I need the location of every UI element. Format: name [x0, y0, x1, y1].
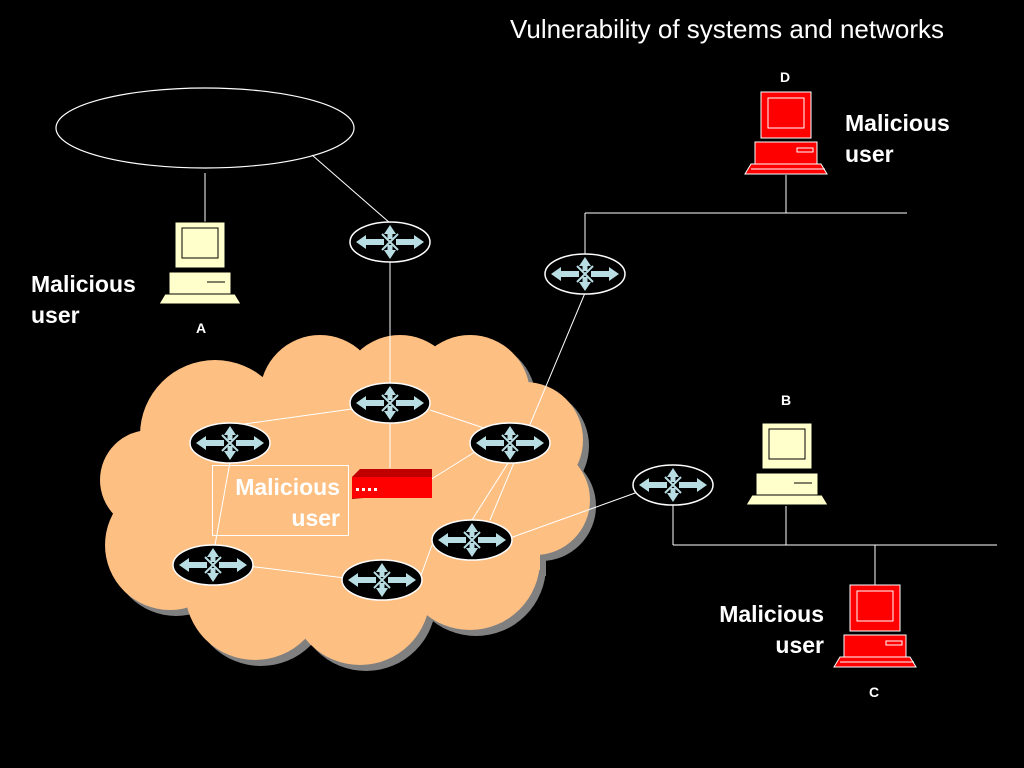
computer-d-icon — [744, 91, 828, 175]
firewall-icon — [352, 469, 432, 499]
host-label-d: D — [780, 69, 791, 85]
slide-title: Vulnerability of systems and networks — [510, 14, 945, 44]
host-label-b: B — [781, 392, 792, 408]
malicious-user-line2: user — [775, 632, 824, 658]
malicious-user-label-d: Malicious user — [845, 108, 950, 170]
computer-b-icon — [745, 422, 829, 506]
lan-ellipse — [55, 87, 355, 169]
computer-c-icon — [833, 584, 917, 668]
computer-a-icon — [158, 221, 242, 305]
malicious-user-line1: Malicious — [31, 271, 136, 297]
malicious-user-line2: user — [31, 302, 80, 328]
malicious-user-line1: Malicious — [845, 110, 950, 136]
host-label-a: A — [196, 320, 207, 336]
host-label-c: C — [869, 684, 880, 700]
malicious-user-line1: Malicious — [719, 601, 824, 627]
router-icon — [431, 519, 513, 561]
router-icon — [349, 221, 431, 263]
router-icon — [544, 253, 626, 295]
malicious-user-label-internal: Malicious user — [235, 472, 340, 534]
router-icon — [349, 382, 431, 424]
router-icon — [189, 422, 271, 464]
router-icon — [341, 559, 423, 601]
malicious-user-line1: Malicious — [235, 474, 340, 500]
malicious-user-line2: user — [845, 141, 894, 167]
router-icon — [469, 422, 551, 464]
network-links — [204, 154, 997, 585]
internal-malicious-user-box: Malicious user — [212, 465, 349, 536]
router-icon — [172, 544, 254, 586]
router-icon — [632, 464, 714, 506]
malicious-user-label-c: Malicious user — [707, 599, 824, 661]
malicious-user-label-a: Malicious user — [31, 269, 136, 331]
malicious-user-line2: user — [291, 505, 340, 531]
